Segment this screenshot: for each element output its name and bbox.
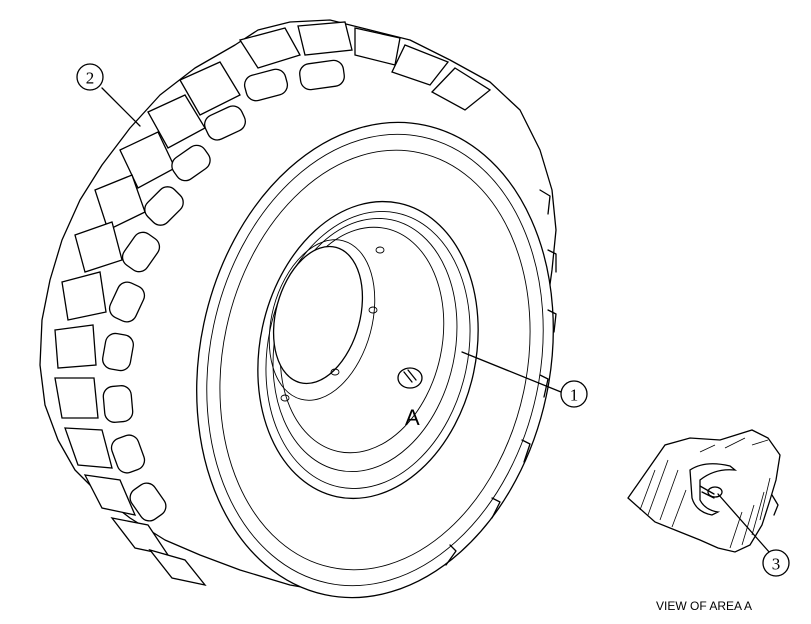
- view-caption: VIEW OF AREA A: [656, 599, 752, 613]
- valve-stem: [397, 367, 423, 389]
- tread-lugs: [54, 21, 492, 587]
- bolt-holes: [280, 246, 385, 402]
- detail-view-area-a: [627, 429, 781, 553]
- callout-1-label: 1: [570, 386, 579, 405]
- detail-rim-section: [627, 429, 781, 553]
- callout-3: 3: [717, 493, 790, 577]
- callout-2-label: 2: [86, 69, 95, 88]
- hub-opening: [272, 245, 364, 385]
- callout-1: 1: [461, 351, 588, 408]
- sidewall-bumps: [445, 189, 557, 566]
- rim: [257, 200, 479, 500]
- callout-2: 2: [76, 63, 141, 127]
- callout-3-label: 3: [772, 555, 781, 574]
- area-marker-a: A: [405, 405, 420, 430]
